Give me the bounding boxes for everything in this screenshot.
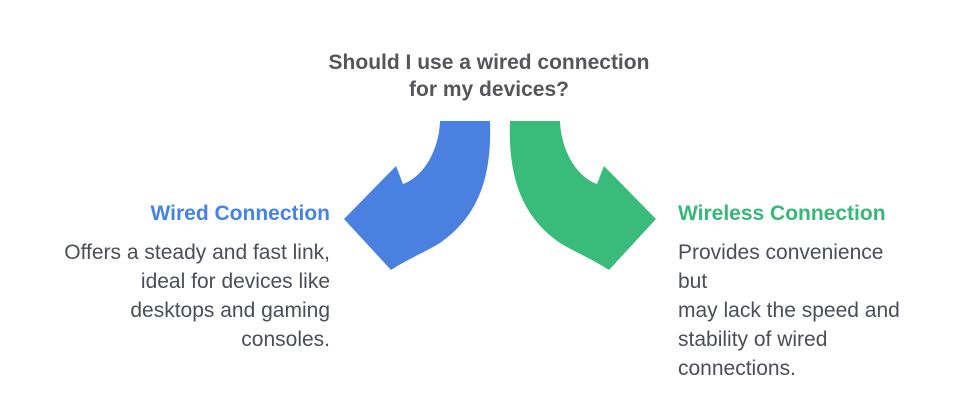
decision-arrows [344,121,656,270]
diagram-title: Should I use a wired connection for my d… [328,51,650,101]
wired-branch: Wired Connection Offers a steady and fas… [30,201,330,354]
wireless-description: Provides convenience but may lack the sp… [678,241,900,380]
wireless-heading: Wireless Connection [678,202,886,225]
wired-heading: Wired Connection [150,202,330,225]
wired-description: Offers a steady and fast link, ideal for… [64,241,330,351]
curved-arrow-down-right-icon [509,121,656,270]
curved-arrow-down-left-icon [344,121,491,270]
wireless-branch: Wireless Connection Provides convenience… [678,201,918,383]
